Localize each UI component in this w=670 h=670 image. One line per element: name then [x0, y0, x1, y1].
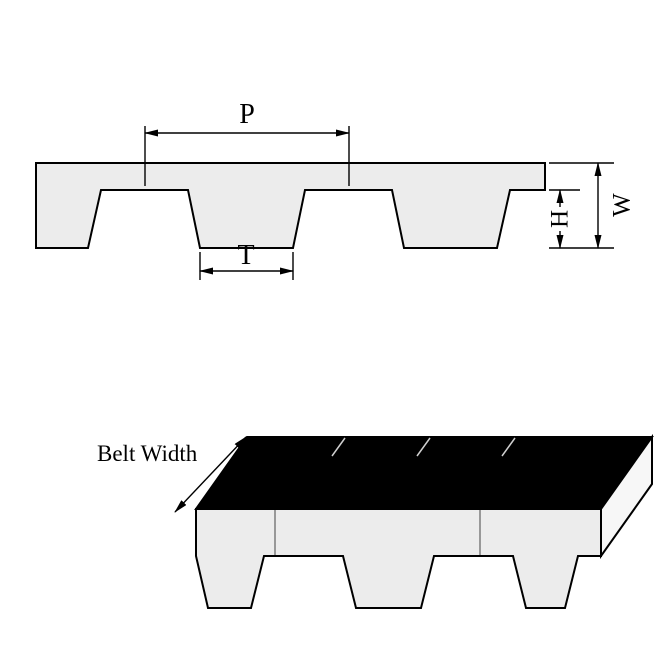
- belt-profile: [35, 162, 546, 249]
- top-face-tick-1: [331, 437, 346, 457]
- belt-cross-section: P T H W: [35, 99, 636, 280]
- p-label: P: [239, 99, 255, 130]
- belt-top-face: [194, 436, 654, 510]
- top-face-tick-2: [416, 437, 431, 457]
- belt-width-label: Belt Width: [97, 441, 198, 466]
- top-face-tick-3: [501, 437, 516, 457]
- t-label: T: [237, 240, 254, 271]
- h-label: H: [547, 210, 574, 228]
- belt-side-face: [600, 433, 653, 560]
- w-label: W: [609, 193, 636, 217]
- belt-3d-view: Belt Width: [97, 433, 654, 609]
- belt-width-arrow: [174, 436, 247, 513]
- belt-front-face: [195, 508, 602, 609]
